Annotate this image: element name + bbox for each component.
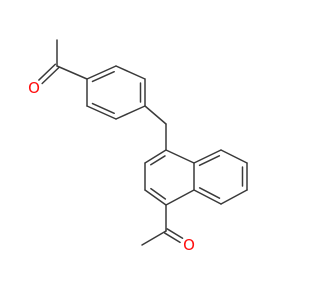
single-bond [165,189,195,206]
double-bond-inner [91,70,115,83]
double-bond-inner [91,102,115,115]
atoms-layer: OO [28,79,195,254]
double-bond-inner [150,187,167,200]
double-bond-outer [144,189,167,206]
single-bond [165,149,195,164]
double-bond-line [166,228,184,240]
oxygen-atom-label: O [28,79,40,97]
chemical-structure-diagram: OO [28,39,248,254]
oxygen-atom-label: O [183,236,195,254]
bonds-layer [38,39,248,246]
double-bond-line [41,66,60,85]
double-bond-outer [193,189,222,205]
single-bond [144,105,167,125]
double-bond-line [164,232,181,244]
single-bond [141,230,167,246]
single-bond [220,189,248,205]
double-bond-inner [150,155,166,166]
single-bond [220,149,248,164]
double-bond-inner [198,155,221,167]
single-bond [115,105,146,120]
double-bond-outer [144,149,167,164]
double-bond-inner [198,187,221,199]
single-bond [56,65,88,80]
double-bond-outer [193,149,222,164]
single-bond [115,65,146,80]
double-bond-outer [86,105,117,120]
double-bond-outer [86,65,117,80]
double-bond-line [38,63,57,81]
